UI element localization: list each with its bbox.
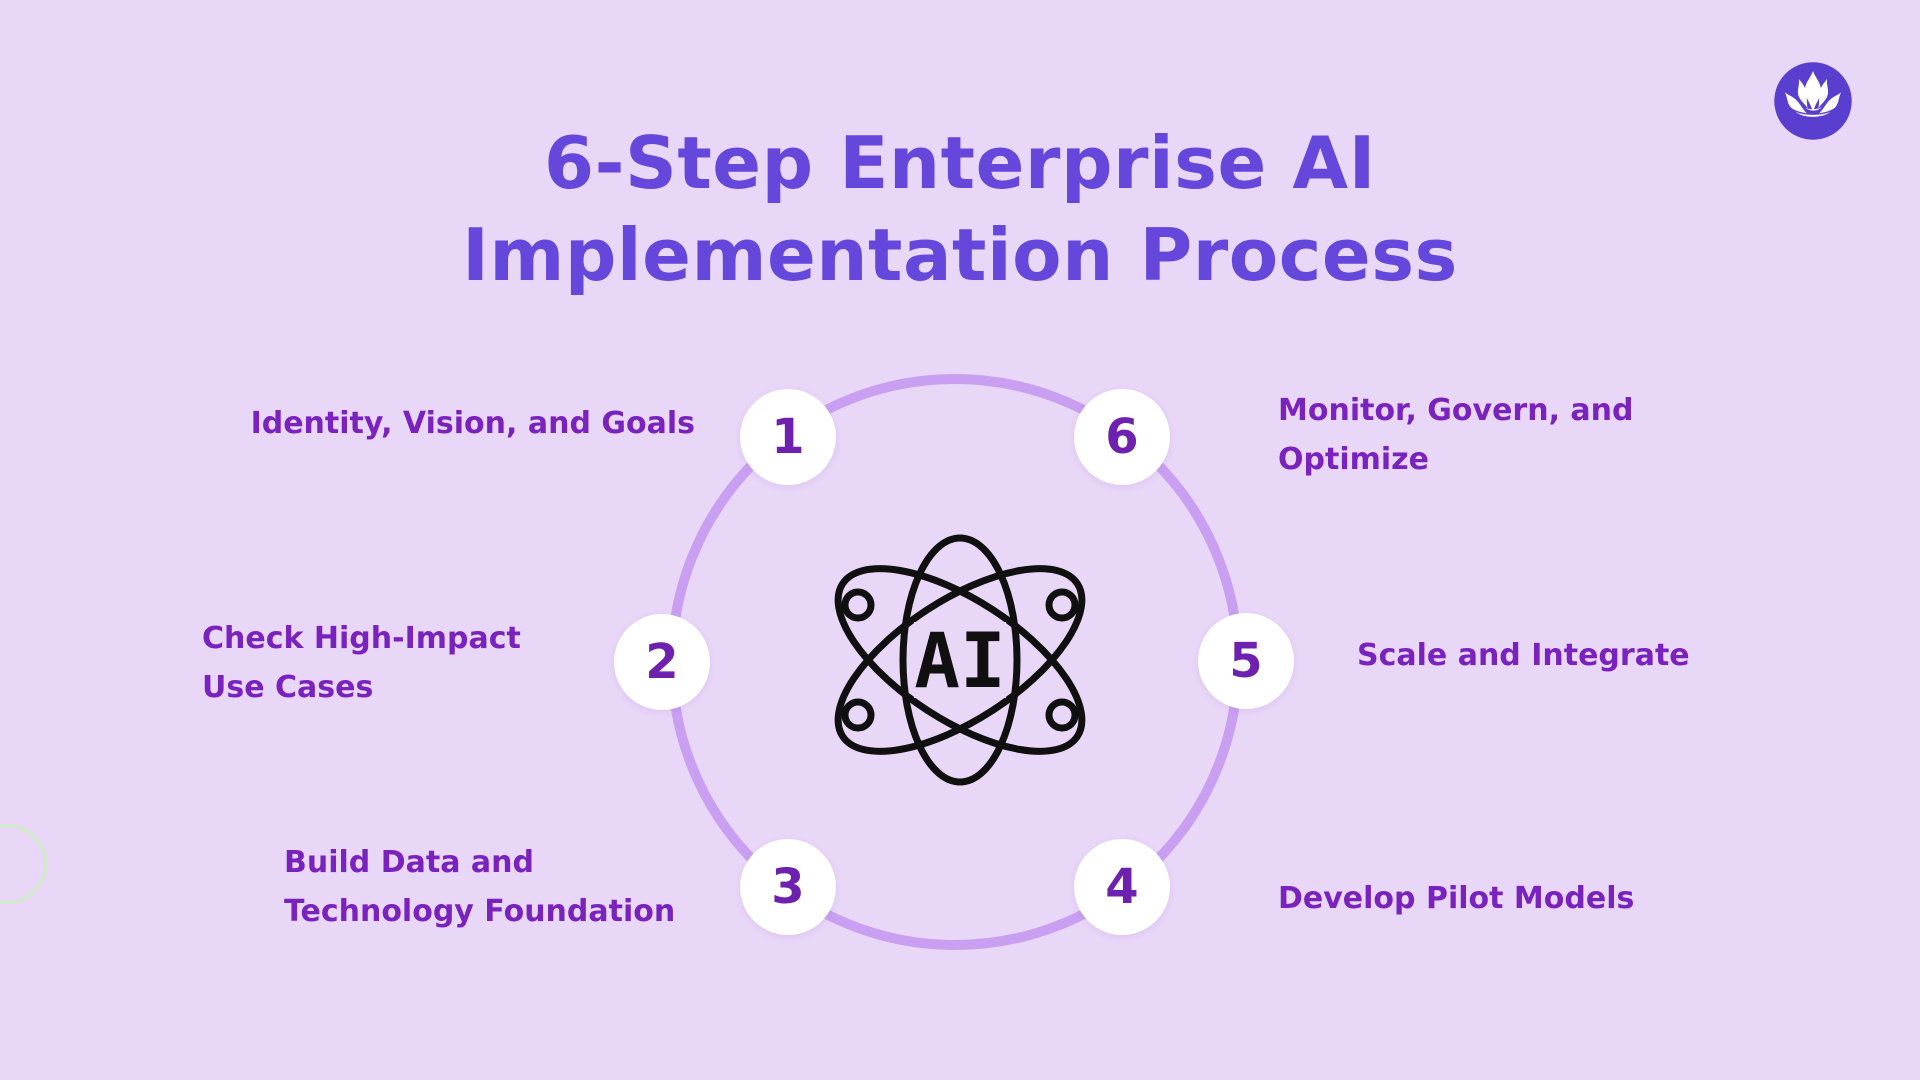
- electron-dot: [841, 588, 875, 622]
- step-label-6: Monitor, Govern, and Optimize: [1278, 386, 1634, 484]
- step-label-5-line1: Scale and Integrate: [1357, 638, 1690, 673]
- ai-label: AI: [914, 616, 1006, 705]
- page-title-line2: Implementation Process: [462, 213, 1458, 297]
- lotus-icon: [1774, 62, 1852, 140]
- step-number-5: 5: [1229, 633, 1263, 689]
- step-label-4-line1: Develop Pilot Models: [1278, 881, 1635, 916]
- step-label-2: Check High-Impact Use Cases: [202, 614, 521, 712]
- step-node-1: 1: [740, 389, 836, 485]
- step-label-2-line2: Use Cases: [202, 670, 374, 705]
- step-node-3: 3: [740, 839, 836, 935]
- step-label-6-line2: Optimize: [1278, 442, 1429, 477]
- electron-dot: [841, 698, 875, 732]
- step-label-5: Scale and Integrate: [1357, 631, 1690, 680]
- electron-dot: [1045, 698, 1079, 732]
- step-node-5: 5: [1198, 613, 1294, 709]
- step-label-3-line2: Technology Foundation: [284, 894, 676, 929]
- step-label-2-line1: Check High-Impact: [202, 621, 521, 656]
- step-node-6: 6: [1074, 389, 1170, 485]
- electron-dot: [1045, 588, 1079, 622]
- step-number-1: 1: [771, 409, 805, 465]
- step-number-6: 6: [1105, 409, 1139, 465]
- step-node-2: 2: [614, 614, 710, 710]
- step-label-1-line1: Identity, Vision, and Goals: [250, 406, 695, 441]
- step-label-3: Build Data and Technology Foundation: [284, 838, 675, 936]
- step-node-4: 4: [1074, 839, 1170, 935]
- page-title-line1: 6-Step Enterprise AI: [544, 121, 1376, 205]
- step-number-2: 2: [645, 634, 679, 690]
- step-number-3: 3: [771, 859, 805, 915]
- step-label-1: Identity, Vision, and Goals: [251, 399, 695, 448]
- atom-text-backdrop: [914, 622, 1006, 698]
- step-number-4: 4: [1105, 859, 1139, 915]
- step-label-6-line1: Monitor, Govern, and: [1278, 393, 1634, 428]
- step-label-3-line1: Build Data and: [284, 845, 534, 880]
- decorative-circle: [0, 824, 47, 904]
- step-label-4: Develop Pilot Models: [1278, 874, 1634, 923]
- ai-atom-icon: AI: [834, 534, 1086, 786]
- brand-logo: [1769, 57, 1857, 145]
